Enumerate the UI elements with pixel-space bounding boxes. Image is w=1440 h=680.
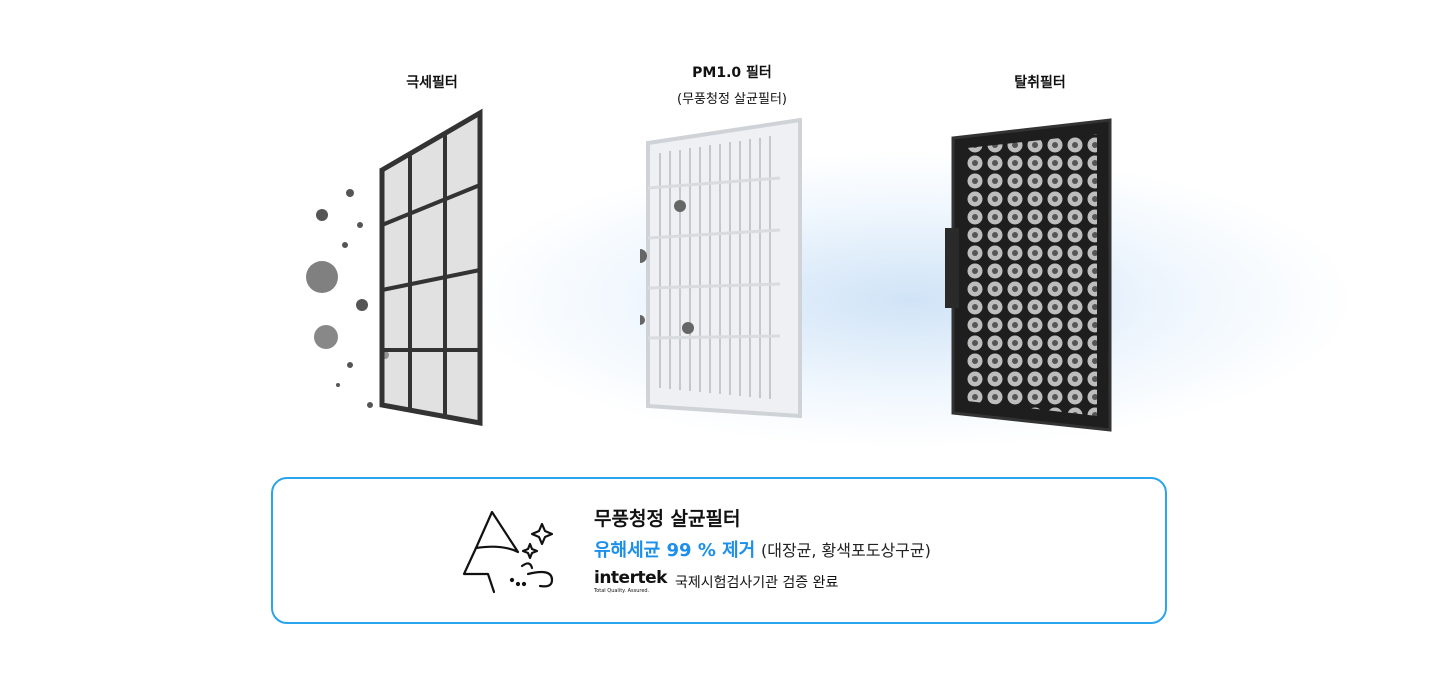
certification-text: 국제시험검사기관 검증 완료 [674,575,839,591]
filter-label-deodorizing: 탈취필터 [1014,75,1066,91]
info-card [271,477,1167,624]
filter-label-pm10: PM1.0 필터(무풍청정 살균필터) [677,65,787,107]
airflow-glow [460,150,1360,450]
filter-label-fine: 극세필터 [406,75,458,91]
fine-mesh-filter-image [306,108,483,427]
info-claim: 유해세균 99 % 제거 (대장균, 황색포도상구균) [594,540,931,561]
sterilization-sparkle-icon [462,510,554,594]
pm10-filter-image [640,118,802,418]
deodorizing-filter-image [945,118,1112,432]
info-title: 무풍청정 살균필터 [594,508,741,530]
